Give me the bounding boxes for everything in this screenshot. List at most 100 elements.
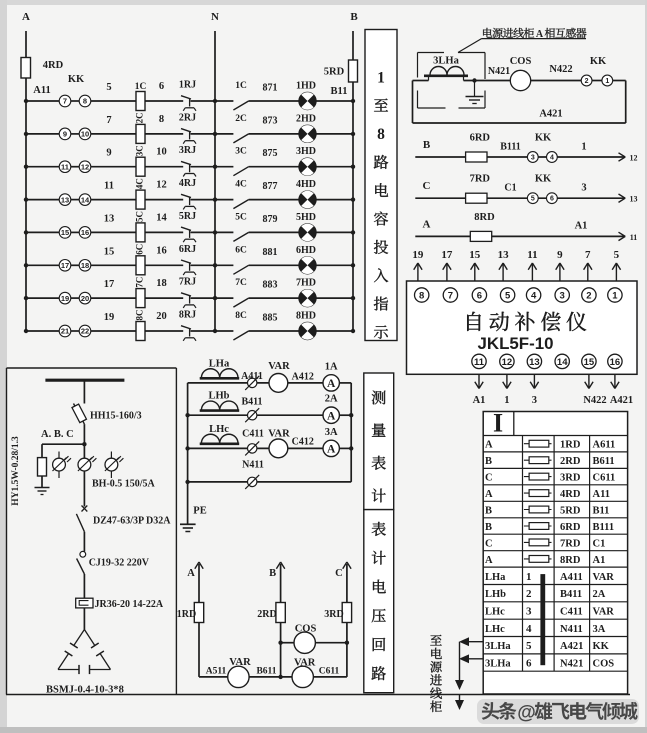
svg-text:6RD: 6RD — [470, 133, 491, 144]
svg-text:I: I — [493, 409, 503, 438]
svg-text:A1: A1 — [473, 395, 486, 406]
svg-text:7: 7 — [63, 97, 67, 106]
svg-text:5C: 5C — [135, 211, 145, 222]
svg-text:8: 8 — [159, 114, 164, 125]
svg-text:B: B — [423, 139, 431, 151]
svg-text:4: 4 — [531, 290, 537, 301]
svg-text:LHc: LHc — [209, 424, 229, 435]
svg-text:18: 18 — [156, 278, 167, 289]
svg-text:N422: N422 — [549, 64, 572, 75]
svg-text:A421: A421 — [560, 641, 583, 652]
svg-text:1: 1 — [526, 571, 532, 583]
svg-text:3C: 3C — [135, 145, 145, 156]
svg-text:N421: N421 — [560, 659, 583, 670]
svg-text:VAR: VAR — [268, 429, 290, 440]
svg-text:6C: 6C — [135, 244, 145, 255]
svg-text:8RJ: 8RJ — [179, 310, 196, 321]
svg-text:4: 4 — [550, 155, 554, 162]
svg-text:10: 10 — [81, 130, 89, 139]
svg-text:20: 20 — [156, 311, 167, 322]
svg-text:6: 6 — [526, 658, 532, 670]
svg-text:B11: B11 — [331, 86, 348, 97]
svg-text:A412: A412 — [292, 372, 314, 383]
svg-text:5: 5 — [106, 82, 111, 93]
svg-text:1RD: 1RD — [177, 609, 196, 620]
svg-text:A511: A511 — [206, 667, 227, 677]
svg-text:2RD: 2RD — [257, 609, 276, 620]
svg-text:2RJ: 2RJ — [179, 112, 196, 123]
svg-text:B: B — [485, 506, 492, 517]
svg-text:3C: 3C — [235, 147, 247, 157]
svg-text:C411: C411 — [560, 607, 583, 618]
svg-text:13: 13 — [529, 357, 540, 368]
svg-text:1C: 1C — [135, 82, 147, 92]
svg-text:4HD: 4HD — [296, 179, 316, 190]
svg-text:3HD: 3HD — [296, 146, 316, 157]
svg-text:VAR: VAR — [268, 361, 290, 372]
svg-text:13: 13 — [61, 195, 69, 204]
svg-text:6C: 6C — [235, 245, 247, 255]
svg-text:B11: B11 — [593, 506, 610, 517]
svg-text:881: 881 — [263, 247, 278, 258]
svg-text:20: 20 — [81, 294, 89, 303]
svg-text:10: 10 — [156, 147, 167, 158]
svg-text:A: A — [327, 378, 336, 390]
svg-text:LHa: LHa — [485, 572, 506, 583]
svg-text:14: 14 — [156, 212, 167, 223]
svg-text:3: 3 — [581, 183, 586, 194]
svg-text:4RD: 4RD — [43, 60, 64, 71]
svg-text:B: B — [485, 456, 492, 467]
svg-text:C1: C1 — [504, 183, 516, 194]
svg-text:@: @ — [517, 703, 536, 724]
svg-text:11: 11 — [527, 249, 537, 261]
svg-text:5RJ: 5RJ — [179, 211, 196, 222]
svg-text:6: 6 — [477, 290, 482, 301]
svg-text:A411: A411 — [241, 371, 263, 382]
svg-text:5: 5 — [526, 640, 532, 652]
svg-text:C: C — [423, 180, 431, 192]
svg-text:4C: 4C — [135, 178, 145, 189]
svg-text:1: 1 — [581, 142, 586, 153]
svg-text:HH15-160/3: HH15-160/3 — [90, 411, 142, 422]
svg-text:2A: 2A — [593, 589, 606, 600]
svg-text:HY1.5W-0.28/1.3: HY1.5W-0.28/1.3 — [11, 436, 21, 506]
svg-text:7C: 7C — [235, 278, 247, 288]
svg-text:VAR: VAR — [593, 607, 615, 618]
svg-text:883: 883 — [263, 280, 278, 291]
svg-text:A1: A1 — [593, 555, 606, 566]
svg-text:1RJ: 1RJ — [179, 80, 196, 91]
svg-text:875: 875 — [263, 148, 278, 159]
svg-text:879: 879 — [263, 214, 278, 225]
svg-text:3: 3 — [531, 155, 535, 162]
svg-text:1: 1 — [504, 395, 509, 406]
svg-text:6RJ: 6RJ — [179, 244, 196, 255]
svg-text:N422: N422 — [583, 395, 606, 406]
svg-text:11: 11 — [630, 233, 638, 242]
svg-text:5: 5 — [614, 249, 620, 261]
svg-text:VAR: VAR — [229, 657, 251, 668]
svg-text:8RD: 8RD — [474, 212, 495, 223]
svg-text:1C: 1C — [235, 81, 247, 91]
svg-text:KK: KK — [68, 74, 85, 85]
svg-text:A411: A411 — [560, 572, 583, 583]
svg-text:9: 9 — [106, 148, 111, 159]
svg-text:8C: 8C — [235, 311, 247, 321]
svg-text:19: 19 — [104, 312, 115, 323]
svg-text:3: 3 — [560, 290, 565, 301]
svg-text:7RD: 7RD — [560, 538, 581, 549]
svg-text:7HD: 7HD — [296, 278, 316, 289]
svg-text:3A: 3A — [593, 624, 606, 635]
svg-text:6: 6 — [550, 196, 554, 203]
svg-text:8HD: 8HD — [296, 311, 316, 322]
svg-text:16: 16 — [156, 245, 167, 256]
svg-text:C611: C611 — [319, 667, 340, 677]
svg-text:21: 21 — [61, 327, 69, 336]
svg-text:1RD: 1RD — [560, 440, 581, 451]
svg-text:7: 7 — [585, 249, 591, 261]
svg-text:8C: 8C — [135, 309, 145, 320]
svg-text:2A: 2A — [325, 394, 338, 405]
svg-text:18: 18 — [81, 261, 89, 270]
svg-text:A: A — [485, 440, 493, 451]
svg-text:A: A — [485, 555, 493, 566]
svg-text:7C: 7C — [135, 277, 145, 288]
